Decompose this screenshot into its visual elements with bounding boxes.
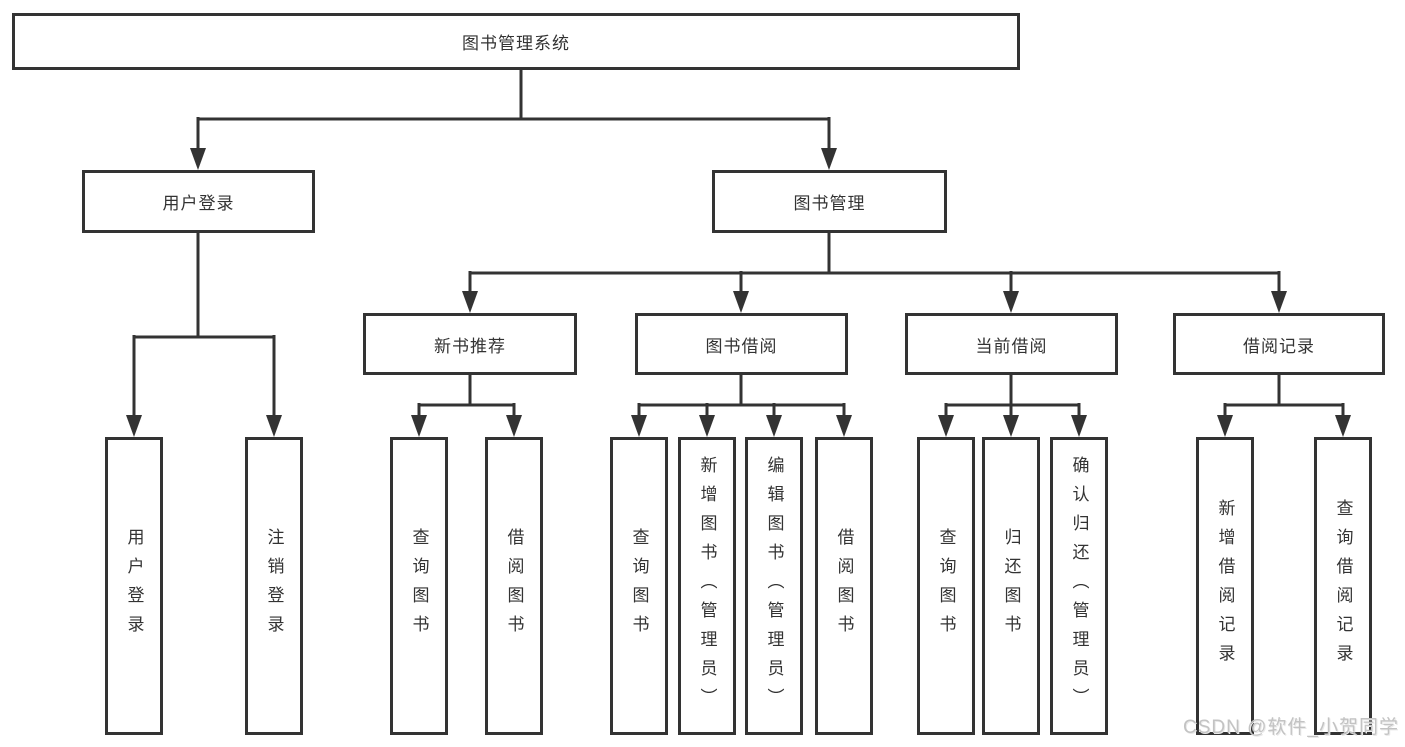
leaf-user-login: 用户登录 — [105, 437, 163, 735]
leaf-label: 查询图书 — [936, 528, 956, 644]
leaf-label: 确认归还（管理员） — [1069, 455, 1089, 717]
leaf-label: 用户登录 — [124, 528, 144, 644]
node-current-borrow: 当前借阅 — [905, 313, 1118, 375]
leaf-add-borrow-record: 新增借阅记录 — [1196, 437, 1254, 735]
leaf-label: 新增借阅记录 — [1215, 499, 1235, 673]
leaf-confirm-return-admin: 确认归还（管理员） — [1050, 437, 1108, 735]
leaf-label: 注销登录 — [264, 528, 284, 644]
leaf-label: 归还图书 — [1001, 528, 1021, 644]
node-user-login: 用户登录 — [82, 170, 315, 233]
csdn-watermark: CSDN @软件_小贺同学 — [1183, 717, 1399, 738]
leaf-label: 新增图书（管理员） — [697, 455, 717, 717]
node-new-book-recommend: 新书推荐 — [363, 313, 577, 375]
node-label: 当前借阅 — [975, 336, 1048, 356]
node-book-borrow: 图书借阅 — [635, 313, 848, 375]
node-label: 借阅记录 — [1243, 336, 1315, 356]
leaf-label: 借阅图书 — [834, 528, 854, 644]
leaf-borrow-books-recommend: 借阅图书 — [485, 437, 543, 735]
arrow-down-icons — [126, 148, 1351, 437]
leaf-query-books-recommend: 查询图书 — [390, 437, 448, 735]
leaf-edit-books-admin: 编辑图书（管理员） — [745, 437, 803, 735]
leaf-query-borrow-record: 查询借阅记录 — [1314, 437, 1372, 735]
node-borrow-records: 借阅记录 — [1173, 313, 1385, 375]
node-book-management: 图书管理 — [712, 170, 947, 233]
node-root-system: 图书管理系统 — [12, 13, 1020, 70]
leaf-add-books-admin: 新增图书（管理员） — [678, 437, 736, 735]
leaf-label: 借阅图书 — [504, 528, 524, 644]
leaf-return-books: 归还图书 — [982, 437, 1040, 735]
leaf-query-books-borrow: 查询图书 — [610, 437, 668, 735]
node-root-label: 图书管理系统 — [462, 34, 570, 53]
node-label: 图书管理 — [793, 194, 866, 213]
leaf-borrow-books: 借阅图书 — [815, 437, 873, 735]
leaf-label: 查询图书 — [629, 528, 649, 644]
leaf-label: 编辑图书（管理员） — [764, 455, 784, 717]
node-label: 用户登录 — [162, 194, 235, 213]
leaf-label: 查询借阅记录 — [1333, 499, 1353, 673]
leaf-label: 查询图书 — [409, 528, 429, 644]
leaf-query-books-current: 查询图书 — [917, 437, 975, 735]
node-label: 新书推荐 — [434, 336, 506, 356]
node-label: 图书借阅 — [705, 336, 778, 356]
leaf-logout-login: 注销登录 — [245, 437, 303, 735]
